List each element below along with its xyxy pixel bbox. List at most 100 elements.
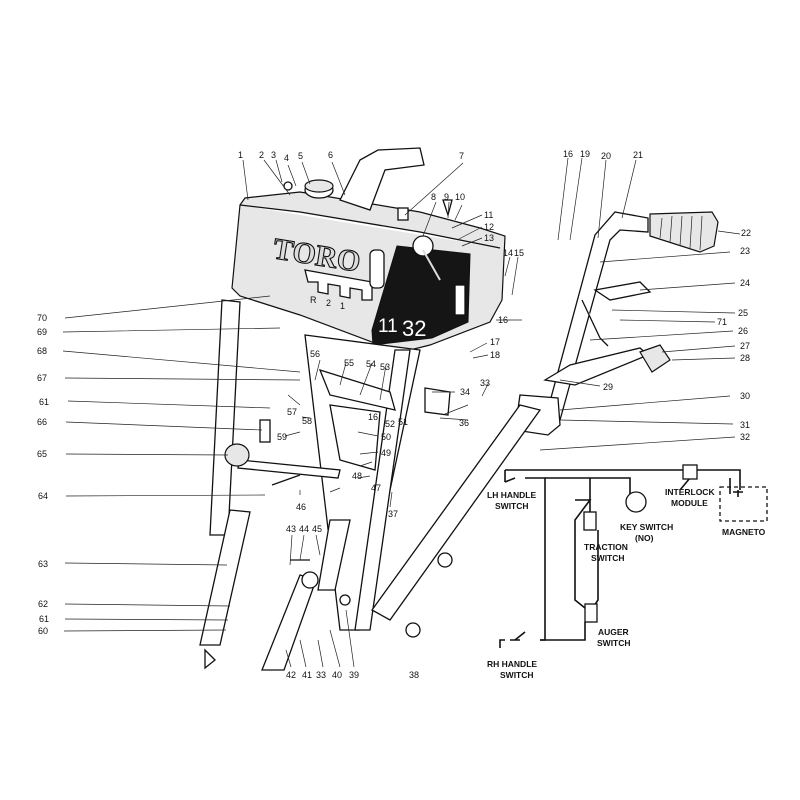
callout-10: 10 bbox=[455, 192, 465, 202]
callout-6: 6 bbox=[328, 150, 333, 160]
rh-handle-switch-label-1: RH HANDLE bbox=[487, 659, 537, 669]
callout-23: 23 bbox=[740, 246, 750, 256]
callout-55: 55 bbox=[344, 358, 354, 368]
callout-66: 66 bbox=[37, 417, 47, 427]
switch-contact bbox=[514, 631, 526, 641]
traction-switch-label-2: SWITCH bbox=[591, 553, 625, 563]
callout-3: 3 bbox=[271, 150, 276, 160]
callout-26: 26 bbox=[738, 326, 748, 336]
callout-37: 37 bbox=[388, 509, 398, 519]
callouts: 1 2 3 4 5 6 7 8 9 10 11 12 13 14 15 16 1… bbox=[37, 149, 751, 680]
callout-8: 8 bbox=[431, 192, 436, 202]
callout-18: 18 bbox=[490, 350, 500, 360]
callout-65: 65 bbox=[37, 449, 47, 459]
interlock-module-label-2: MODULE bbox=[671, 498, 708, 508]
model-number-left: 11 bbox=[378, 316, 398, 337]
rh-handle-switch-label-2: SWITCH bbox=[500, 670, 534, 680]
callout-9: 9 bbox=[444, 192, 449, 202]
callout-29: 29 bbox=[603, 382, 613, 392]
callout-68: 68 bbox=[37, 346, 47, 356]
callout-71: 71 bbox=[717, 317, 727, 327]
wiring-schematic: LH HANDLE SWITCH KEY SWITCH (NO) INTERLO… bbox=[487, 464, 768, 680]
callout-30: 30 bbox=[740, 391, 750, 401]
callout-36: 36 bbox=[459, 418, 469, 428]
callout-41: 41 bbox=[302, 670, 312, 680]
interlock-module-symbol bbox=[682, 464, 698, 480]
magneto-symbol bbox=[719, 486, 768, 522]
lh-handle-switch-label-2: SWITCH bbox=[495, 501, 529, 511]
key-switch-label-2: (NO) bbox=[635, 533, 654, 543]
gear-mark-1: 1 bbox=[340, 301, 345, 311]
callout-16b: 16 bbox=[563, 149, 573, 159]
callout-39: 39 bbox=[349, 670, 359, 680]
callout-38: 38 bbox=[409, 670, 419, 680]
callout-61b: 61 bbox=[39, 614, 49, 624]
callout-16a: 16 bbox=[498, 315, 508, 325]
callout-33a: 33 bbox=[480, 378, 490, 388]
key-switch-symbol bbox=[625, 491, 647, 513]
callout-42: 42 bbox=[286, 670, 296, 680]
callout-17: 17 bbox=[490, 337, 500, 347]
callout-20: 20 bbox=[601, 151, 611, 161]
model-decal bbox=[371, 245, 471, 346]
callout-59: 59 bbox=[277, 432, 287, 442]
callout-32: 32 bbox=[740, 432, 750, 442]
model-number-right: 32 bbox=[402, 316, 426, 341]
callout-49: 49 bbox=[381, 448, 391, 458]
callout-16c: 16 bbox=[368, 412, 378, 422]
callout-47: 47 bbox=[371, 483, 381, 493]
callout-56: 56 bbox=[310, 349, 320, 359]
callout-4: 4 bbox=[284, 153, 289, 163]
auger-switch-label-1: AUGER bbox=[598, 627, 629, 637]
callout-63: 63 bbox=[38, 559, 48, 569]
gear-mark-r: R bbox=[310, 295, 317, 305]
callout-1: 1 bbox=[238, 150, 243, 160]
gear-mark-2: 2 bbox=[326, 298, 331, 308]
callout-52: 52 bbox=[385, 419, 395, 429]
leader-lines bbox=[62, 157, 741, 668]
callout-58: 58 bbox=[302, 416, 312, 426]
interlock-module-label-1: INTERLOCK bbox=[665, 487, 715, 497]
callout-22: 22 bbox=[741, 228, 751, 238]
callout-48: 48 bbox=[352, 471, 362, 481]
handle-bar bbox=[514, 211, 719, 436]
lh-handle-switch-label-1: LH HANDLE bbox=[487, 490, 536, 500]
callout-70: 70 bbox=[37, 313, 47, 323]
callout-40: 40 bbox=[332, 670, 342, 680]
traction-switch-symbol bbox=[583, 511, 597, 531]
key-switch-label-1: KEY SWITCH bbox=[620, 522, 673, 532]
callout-45: 45 bbox=[312, 524, 322, 534]
callout-34: 34 bbox=[460, 387, 470, 397]
callout-2: 2 bbox=[259, 150, 264, 160]
callout-53: 53 bbox=[380, 362, 390, 372]
callout-61a: 61 bbox=[39, 397, 49, 407]
callout-7: 7 bbox=[459, 151, 464, 161]
callout-12: 12 bbox=[484, 222, 494, 232]
auger-switch-symbol bbox=[584, 603, 598, 623]
callout-44: 44 bbox=[299, 524, 309, 534]
callout-64: 64 bbox=[38, 491, 48, 501]
callout-27: 27 bbox=[740, 341, 750, 351]
callout-25: 25 bbox=[738, 308, 748, 318]
callout-21: 21 bbox=[633, 150, 643, 160]
callout-28: 28 bbox=[740, 353, 750, 363]
shift-gate bbox=[304, 269, 373, 301]
callout-13: 13 bbox=[484, 233, 494, 243]
callout-51: 51 bbox=[398, 417, 408, 427]
callout-33b: 33 bbox=[316, 670, 326, 680]
callout-15: 15 bbox=[514, 248, 524, 258]
callout-69: 69 bbox=[37, 327, 47, 337]
callout-31: 31 bbox=[740, 420, 750, 430]
traction-switch-label-1: TRACTION bbox=[584, 542, 628, 552]
magneto-label: MAGNETO bbox=[722, 527, 766, 537]
callout-46: 46 bbox=[296, 502, 306, 512]
callout-14: 14 bbox=[503, 248, 513, 258]
frame-assembly bbox=[199, 299, 542, 671]
callout-67: 67 bbox=[37, 373, 47, 383]
callout-62: 62 bbox=[38, 599, 48, 609]
callout-5: 5 bbox=[298, 151, 303, 161]
callout-60: 60 bbox=[38, 626, 48, 636]
callout-24: 24 bbox=[740, 278, 750, 288]
control-panel: TORO R 2 1 11 32 bbox=[231, 191, 506, 351]
